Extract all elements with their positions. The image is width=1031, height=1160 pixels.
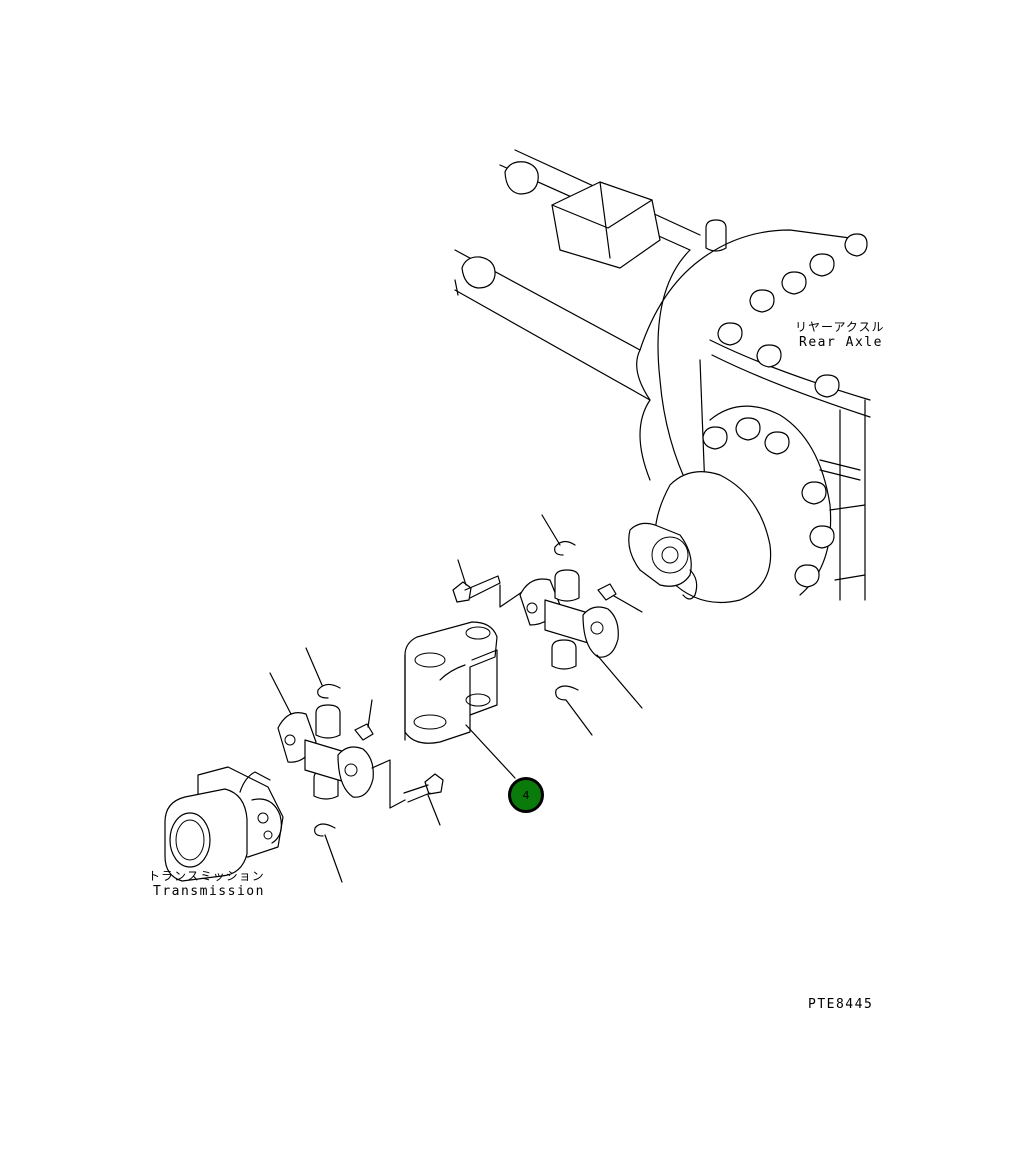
- transmission-label-en: Transmission: [153, 884, 265, 899]
- callout-badge-4[interactable]: 4: [508, 777, 544, 813]
- front-universal-joint: [269, 647, 444, 883]
- transmission-flange: [164, 766, 284, 882]
- transmission-label-jp: トランスミッション: [148, 869, 265, 883]
- yoke-part: [404, 621, 516, 779]
- rear-axle-housing: [454, 149, 871, 604]
- callout-number: 4: [522, 788, 530, 802]
- rear-axle-label-jp: リヤーアクスル: [795, 320, 885, 334]
- rear-universal-joint: [452, 514, 643, 736]
- rear-axle-label-en: Rear Axle: [799, 335, 883, 350]
- figure-code: PTE8445: [808, 997, 874, 1012]
